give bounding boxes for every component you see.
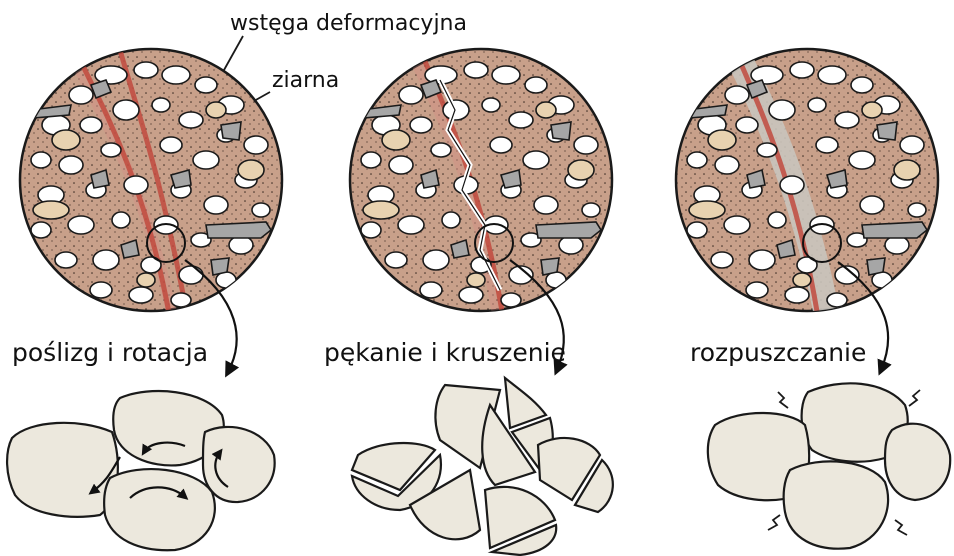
mechanism-label-dissolution: rozpuszczanie [690, 338, 866, 367]
deformation-band-leader [224, 36, 243, 70]
grains-detail-dissolution [708, 383, 950, 548]
mechanism-label-slip-rotation: poślizg i rotacja [12, 338, 208, 367]
grains-detail-fracturing-crushing [352, 378, 613, 555]
sample-circle-fracturing-crushing [350, 49, 612, 330]
sample-circle-dissolution [676, 49, 938, 330]
sample-circle-slip-rotation [20, 49, 282, 330]
grains-detail-slip-rotation [7, 391, 275, 550]
deformation-band-label: wstęga deformacyjna [230, 11, 467, 36]
grains-label: ziarna [272, 68, 339, 93]
mechanism-label-fracturing-crushing: pękanie i kruszenie [324, 338, 566, 367]
